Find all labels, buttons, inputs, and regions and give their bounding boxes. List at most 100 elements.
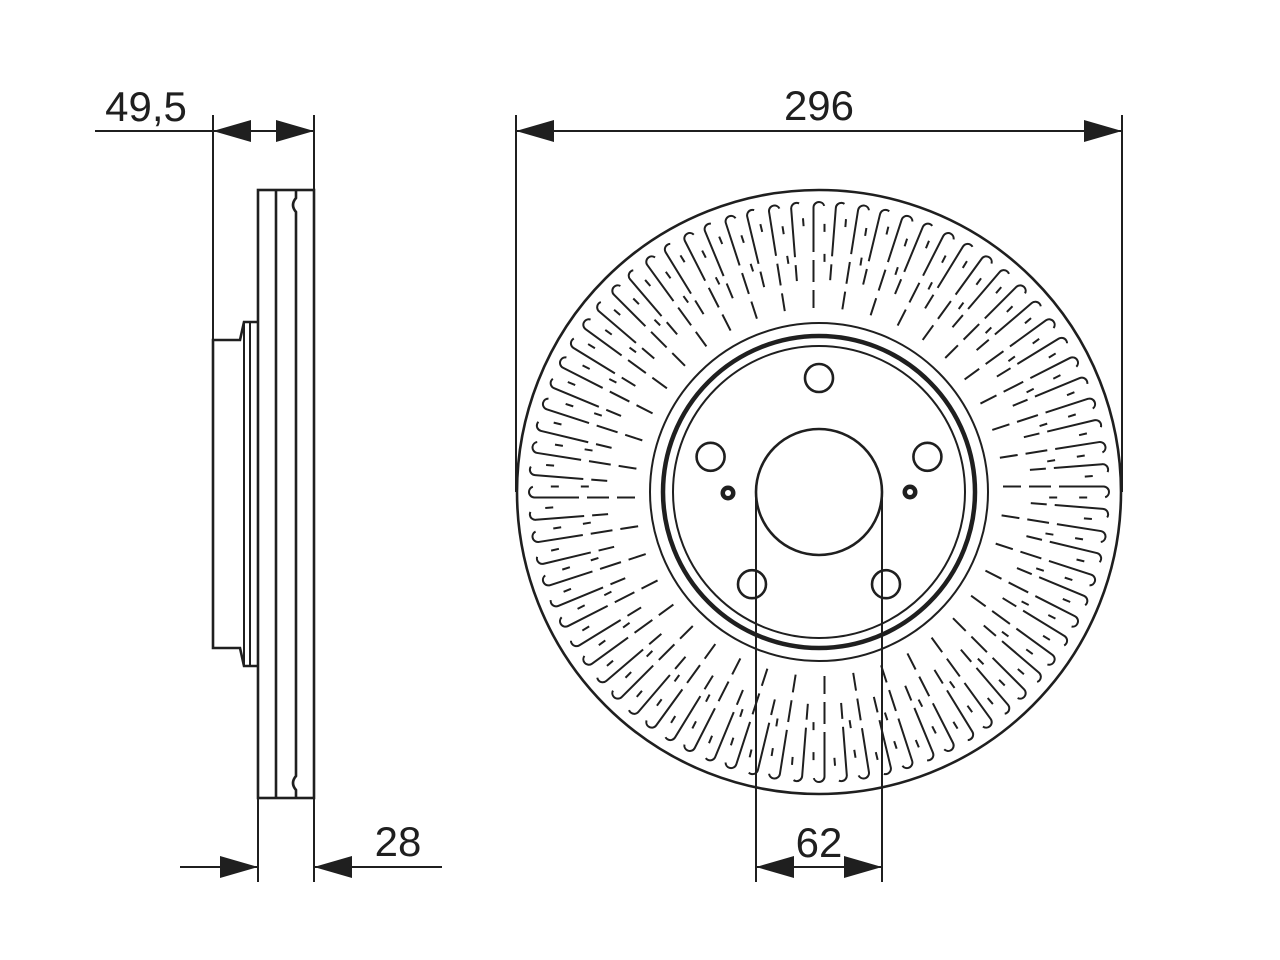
cooling-slot-outline <box>1012 376 1089 417</box>
cooling-slot-outline <box>996 597 1069 648</box>
cooling-slot <box>894 685 935 762</box>
dimension-hub-height: 49,5 <box>95 83 315 340</box>
dim-label-thickness: 28 <box>375 818 422 865</box>
cooling-slot-outline <box>611 617 694 700</box>
cooling-slot-outline <box>869 214 914 320</box>
cooling-slot <box>996 336 1069 387</box>
cooling-slot <box>991 397 1097 442</box>
arrowhead <box>756 856 794 878</box>
arrowhead <box>276 120 314 142</box>
cooling-slot-outline <box>541 397 647 442</box>
cooling-slot-outline <box>790 201 809 282</box>
cooling-slot <box>1012 567 1089 608</box>
arrowhead <box>314 856 352 878</box>
cooling-slot-outline <box>996 336 1069 387</box>
cooling-slot-outline <box>975 300 1042 360</box>
dimension-outer-diameter: 296 <box>515 82 1123 492</box>
cooling-slot <box>999 514 1107 543</box>
cooling-slot <box>896 652 955 752</box>
cooling-slot <box>559 569 659 628</box>
arrowhead <box>220 856 258 878</box>
cooling-slot <box>951 269 1011 336</box>
cooling-slot-outline <box>862 208 892 288</box>
cooling-slot-outline <box>1023 419 1103 449</box>
cooling-slot <box>964 318 1056 390</box>
cooling-slot-outline <box>812 201 826 308</box>
cooling-slot-outline <box>1023 535 1103 565</box>
cooling-slot <box>569 597 642 648</box>
cooling-slot-outline <box>841 204 870 312</box>
cooling-slot-outline <box>724 214 769 320</box>
cooling-slot <box>979 569 1079 628</box>
cooling-slot <box>924 242 975 315</box>
cooling-slot <box>683 652 742 752</box>
cooling-slot-outline <box>663 669 714 742</box>
cooling-slot-outline <box>683 652 742 752</box>
cooling-slot <box>1012 376 1089 417</box>
cooling-slot-outline <box>569 597 642 648</box>
front-view: 296 62 <box>515 82 1123 882</box>
side-disc-outline <box>256 188 316 800</box>
cooling-slot-outline <box>663 242 714 315</box>
cooling-slot <box>944 284 1027 367</box>
cooling-slot <box>768 204 797 312</box>
cooling-slot <box>559 356 659 415</box>
arrowhead <box>1084 120 1122 142</box>
cooling-slot <box>996 597 1069 648</box>
cooling-slot <box>862 208 892 288</box>
cooling-slot <box>535 535 615 565</box>
cooling-slot-outline <box>964 594 1056 666</box>
cooling-slot <box>683 232 742 332</box>
cooling-slot <box>790 201 809 282</box>
cooling-slot-outline <box>812 676 826 783</box>
cooling-slot <box>528 463 609 482</box>
cooling-slot <box>991 542 1097 587</box>
bolt-hole <box>695 441 726 473</box>
cooling-slot <box>964 594 1056 666</box>
cooling-slot-outline <box>549 376 626 417</box>
cooling-slot-outline <box>1029 502 1110 521</box>
cooling-slot-outline <box>703 685 744 762</box>
cooling-slot-outline <box>951 648 1011 715</box>
locating-hole-right-core <box>907 489 913 495</box>
cooling-slot-outline <box>645 255 717 347</box>
bolt-hole <box>912 441 943 473</box>
cooling-slot <box>528 502 609 521</box>
cooling-slot-outline <box>559 356 659 415</box>
bolt-hole <box>803 362 835 394</box>
cooling-slot-outline <box>979 569 1079 628</box>
cooling-slot <box>724 214 769 320</box>
cooling-slot-outline <box>528 485 635 499</box>
cooling-slot-outline <box>528 502 609 521</box>
cooling-slot-outline <box>862 696 892 776</box>
cooling-slot <box>975 624 1042 684</box>
cooling-slot <box>541 542 647 587</box>
cooling-slot <box>812 676 826 783</box>
arrowhead <box>844 856 882 878</box>
cooling-slot-outline <box>1029 463 1110 482</box>
cooling-slot-outline <box>951 269 1011 336</box>
cooling-slot <box>812 201 826 308</box>
cooling-slot-outline <box>535 535 615 565</box>
arrowhead <box>516 120 554 142</box>
cooling-slot-outline <box>944 617 1027 700</box>
cooling-slot <box>921 637 993 729</box>
cooling-slot <box>829 201 848 282</box>
cooling-slot <box>951 648 1011 715</box>
cooling-slot-outline <box>999 514 1107 543</box>
cooling-slot-outline <box>541 542 647 587</box>
cooling-slot-outline <box>746 208 776 288</box>
bolt-hole <box>736 568 768 600</box>
cooling-slot <box>1029 502 1110 521</box>
cooling-slot-outline <box>596 624 663 684</box>
side-view: 49,5 28 <box>95 83 442 882</box>
cooling-slot-outline <box>703 222 744 299</box>
cooling-slot-outline <box>559 569 659 628</box>
cooling-slot <box>535 419 615 449</box>
cooling-slot <box>541 397 647 442</box>
bolt-hole <box>870 568 902 600</box>
cooling-slot-outline <box>896 652 955 752</box>
dim-label-center-bore: 62 <box>796 819 843 866</box>
cooling-slot-outline <box>921 255 993 347</box>
